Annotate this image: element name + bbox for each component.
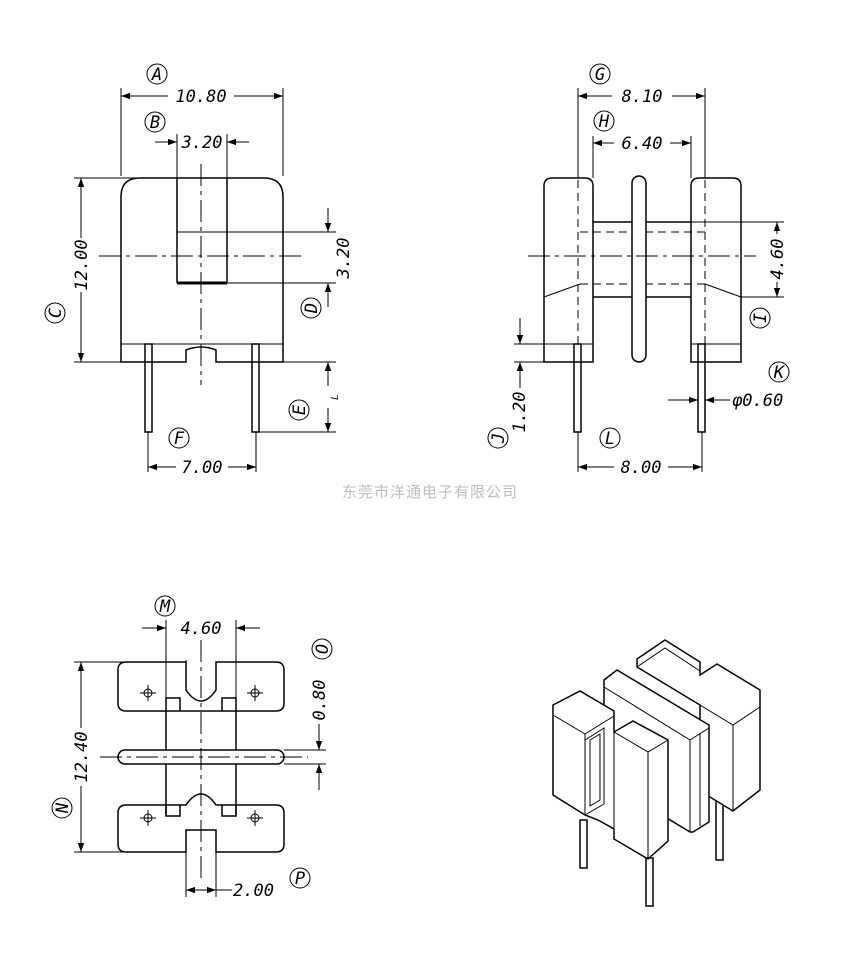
mounting-hole bbox=[247, 685, 263, 701]
front-view-dimensions: 10.80 A 3.20 B 12.00 C 3.20 D L E bbox=[44, 63, 354, 478]
dim-P-value: 2.00 bbox=[233, 881, 274, 901]
mounting-hole bbox=[140, 810, 156, 826]
dim-F-label: F bbox=[174, 429, 185, 449]
dim-D-label: D bbox=[302, 303, 322, 314]
mounting-hole bbox=[140, 685, 156, 701]
dim-I-label: I bbox=[751, 313, 771, 323]
dim-I-value: 4.60 bbox=[768, 239, 788, 280]
dim-J-value: 1.20 bbox=[510, 392, 530, 433]
dim-E-label: E bbox=[290, 404, 310, 415]
top-view-dimensions: 4.60 M 12.40 N 0.80 O 2.00 P bbox=[51, 595, 333, 901]
dim-B-label: B bbox=[150, 113, 160, 133]
dim-C-label: C bbox=[46, 307, 66, 318]
dim-O-value: 0.80 bbox=[310, 680, 330, 721]
mounting-hole bbox=[247, 810, 263, 826]
dim-M-label: M bbox=[159, 597, 171, 617]
dim-O-label: O bbox=[313, 644, 333, 654]
side-view bbox=[528, 175, 756, 433]
dim-C-value: 12.00 bbox=[72, 239, 92, 290]
dim-N-label: N bbox=[53, 802, 73, 814]
dim-E-value: L bbox=[330, 394, 341, 400]
dim-G-label: G bbox=[595, 65, 605, 85]
dim-B-value: 3.20 bbox=[181, 133, 223, 153]
dim-H-value: 6.40 bbox=[622, 134, 663, 154]
isometric-view bbox=[552, 639, 761, 907]
side-view-dimensions: 8.10 G 6.40 H 4.60 I 1.20 J φ0.60 K bbox=[487, 63, 790, 478]
dim-M-value: 4.60 bbox=[181, 619, 222, 639]
dim-P-label: P bbox=[295, 869, 305, 889]
dim-L-value: 8.00 bbox=[621, 458, 662, 478]
dim-F-value: 7.00 bbox=[182, 458, 223, 478]
dim-H-label: H bbox=[598, 112, 610, 132]
dim-D-value: 3.20 bbox=[334, 238, 354, 280]
dim-A-label: A bbox=[151, 65, 162, 85]
dim-K-value: φ0.60 bbox=[732, 391, 783, 411]
dim-G-value: 8.10 bbox=[622, 87, 663, 107]
dim-A-value: 10.80 bbox=[175, 87, 226, 107]
front-view bbox=[99, 164, 305, 433]
dim-L-label: L bbox=[605, 429, 615, 449]
dim-K-label: K bbox=[773, 363, 786, 383]
company-watermark: 东莞市洋通电子有限公司 bbox=[342, 483, 518, 501]
top-view bbox=[100, 640, 308, 880]
dim-J-label: J bbox=[489, 433, 509, 444]
dim-N-value: 12.40 bbox=[72, 731, 92, 782]
